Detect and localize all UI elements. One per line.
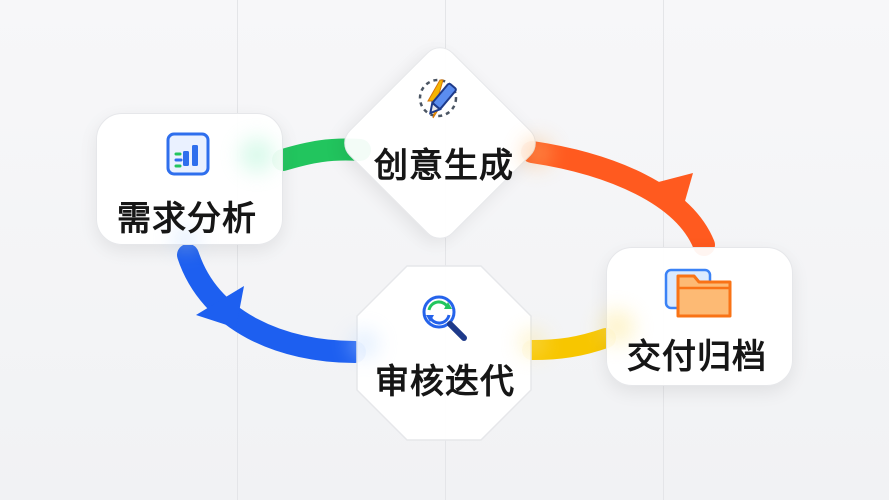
node-analysis-label: 需求分析 (117, 199, 257, 239)
node-generate-label: 创意生成 (374, 146, 514, 186)
lightning-pencil-icon (418, 78, 458, 119)
node-deliver-glow-yellow (600, 310, 634, 344)
bar-chart-icon (166, 132, 210, 176)
flow-arrow-generate-to-deliver (521, 141, 715, 256)
node-generate-glow-orange (522, 138, 552, 168)
node-analysis-glow-blue (172, 228, 200, 250)
flow-arrow-review-to-analysis (177, 244, 366, 363)
flow-arrow-deliver-to-review (522, 328, 616, 360)
flow-arrowhead-left (196, 286, 244, 328)
node-review-glow-blue (350, 330, 378, 358)
node-deliver-label: 交付归档 (627, 337, 767, 377)
grid-line-left (237, 0, 238, 500)
node-review-label: 审核迭代 (375, 362, 515, 402)
node-review-glow-yellow (520, 330, 546, 356)
search-refresh-icon (422, 295, 467, 341)
node-analysis-glow-green (240, 138, 274, 172)
folder-icon (664, 268, 732, 318)
flow-arrowhead-right (647, 173, 693, 215)
grid-line-middle (445, 0, 446, 500)
node-review (356, 265, 532, 441)
